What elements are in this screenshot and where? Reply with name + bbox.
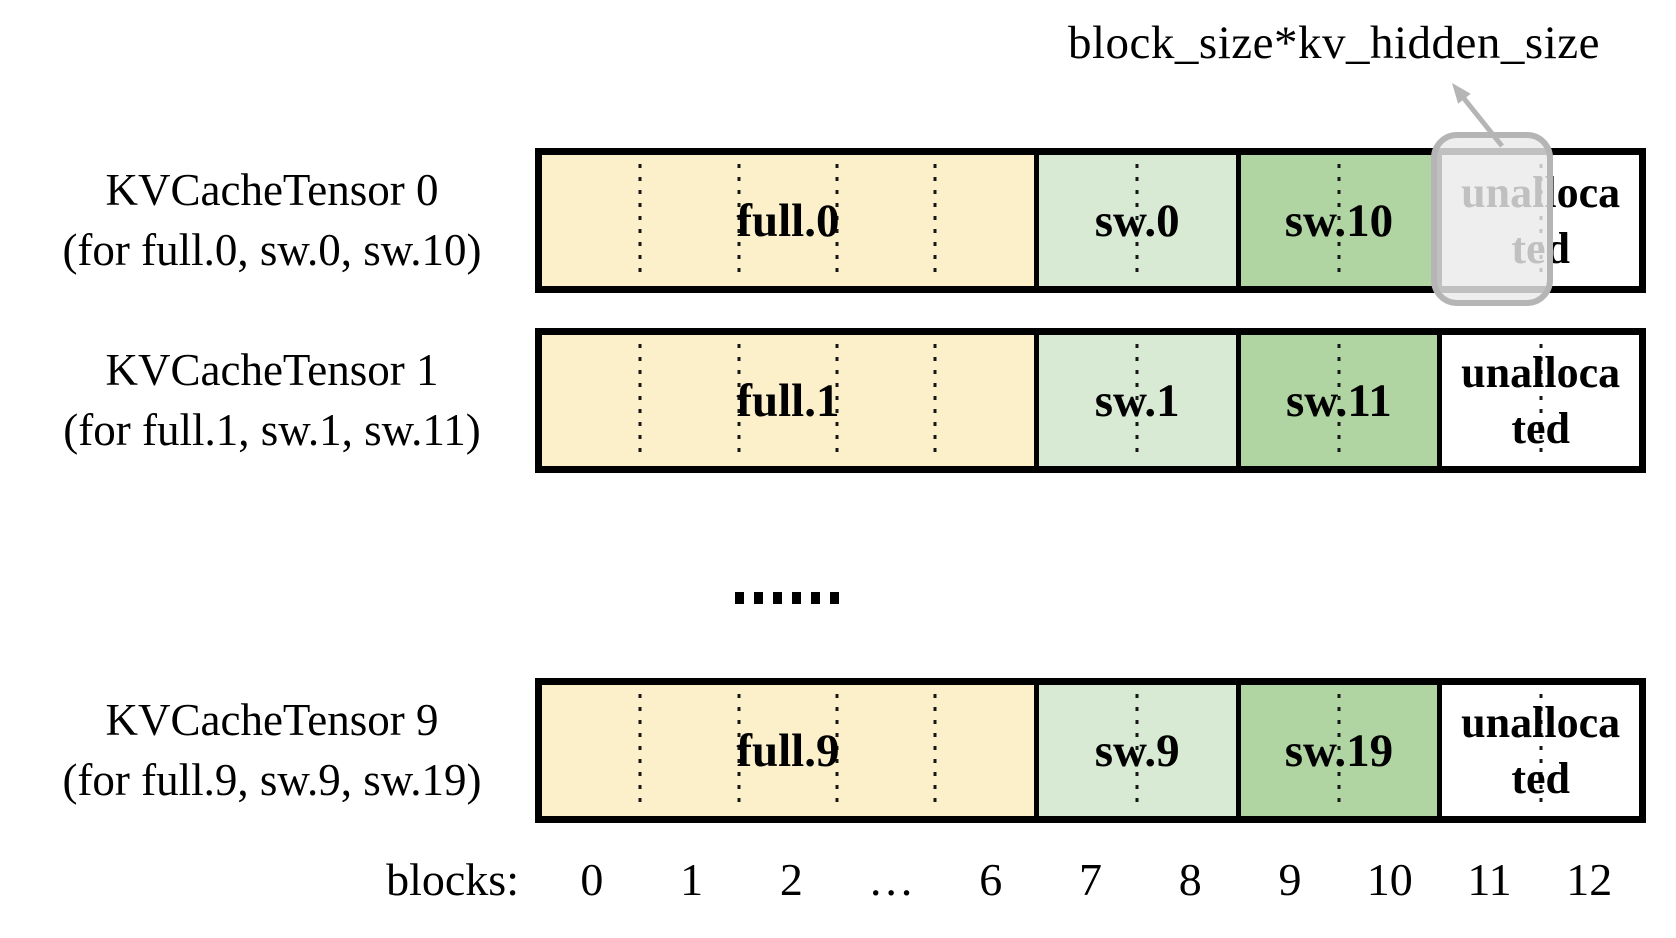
row1-segment-sw2: sw.11 <box>1235 335 1438 466</box>
row1-tensor-bar: full.1 sw.1 sw.11 unallocated <box>535 328 1646 473</box>
row9-segment-full-label: full.9 <box>736 724 840 777</box>
row9-segment-sw2: sw.19 <box>1235 685 1438 816</box>
row9-segment-sw2-label: sw.19 <box>1284 724 1394 777</box>
row0-segment-sw-label: sw.0 <box>1094 194 1180 247</box>
rows-ellipsis-separator <box>735 592 839 604</box>
row0-segment-sw2-label: sw.10 <box>1284 194 1394 247</box>
annotation-arrow-icon <box>1452 83 1504 148</box>
row0-tensor-bar: full.0 sw.0 sw.10 unallocated <box>535 148 1646 293</box>
row1-segment-full-label: full.1 <box>736 374 840 427</box>
block11-highlight <box>1431 132 1553 306</box>
block-tick-9: 9 <box>1278 854 1302 905</box>
row9-subtitle: (for full.9, sw.9, sw.19) <box>62 755 482 805</box>
row9-label: KVCacheTensor 9 (for full.9, sw.9, sw.19… <box>22 690 522 810</box>
block-tick-ellipsis: … <box>868 854 915 905</box>
row0-label: KVCacheTensor 0 (for full.0, sw.0, sw.10… <box>22 160 522 280</box>
row1-segment-sw: sw.1 <box>1033 335 1236 466</box>
row1-segment-unallocated: unallocated <box>1437 335 1640 466</box>
row1-segment-full: full.1 <box>542 335 1034 466</box>
row9-segment-full: full.9 <box>542 685 1034 816</box>
block-tick-11: 11 <box>1467 854 1512 905</box>
row0-segment-full-label: full.0 <box>736 194 840 247</box>
block-tick-10: 10 <box>1366 854 1413 905</box>
row1-subtitle: (for full.1, sw.1, sw.11) <box>63 405 481 455</box>
row9-segment-unallocated: unallocated <box>1437 685 1640 816</box>
row0-segment-full: full.0 <box>542 155 1034 286</box>
row1-title: KVCacheTensor 1 <box>105 345 439 395</box>
row9-title: KVCacheTensor 9 <box>105 695 439 745</box>
row9-segment-unallocated-label: unallocated <box>1461 697 1621 803</box>
block-tick-8: 8 <box>1178 854 1202 905</box>
block-tick-2: 2 <box>779 854 803 905</box>
row0-segment-sw: sw.0 <box>1033 155 1236 286</box>
blocks-axis-ticks: 0 1 2 … 6 7 8 9 10 11 12 <box>542 852 1639 908</box>
block-tick-6: 6 <box>979 854 1003 905</box>
row0-title: KVCacheTensor 0 <box>105 165 439 215</box>
row9-tensor-bar: full.9 sw.9 sw.19 unallocated <box>535 678 1646 823</box>
row0-segment-sw2: sw.10 <box>1235 155 1438 286</box>
block-tick-7: 7 <box>1079 854 1103 905</box>
row0-subtitle: (for full.0, sw.0, sw.10) <box>62 225 482 275</box>
row1-label: KVCacheTensor 1 (for full.1, sw.1, sw.11… <box>22 340 522 460</box>
block-tick-1: 1 <box>680 854 704 905</box>
row9-segment-sw: sw.9 <box>1033 685 1236 816</box>
row1-segment-sw-label: sw.1 <box>1094 374 1180 427</box>
row1-segment-unallocated-label: unallocated <box>1461 347 1621 453</box>
block-tick-12: 12 <box>1566 854 1613 905</box>
blocks-axis-label: blocks: <box>386 854 519 905</box>
row1-segment-sw2-label: sw.11 <box>1286 374 1392 427</box>
row9-segment-sw-label: sw.9 <box>1094 724 1180 777</box>
block-tick-0: 0 <box>580 854 604 905</box>
annotation-block-size: block_size*kv_hidden_size <box>1068 17 1600 69</box>
